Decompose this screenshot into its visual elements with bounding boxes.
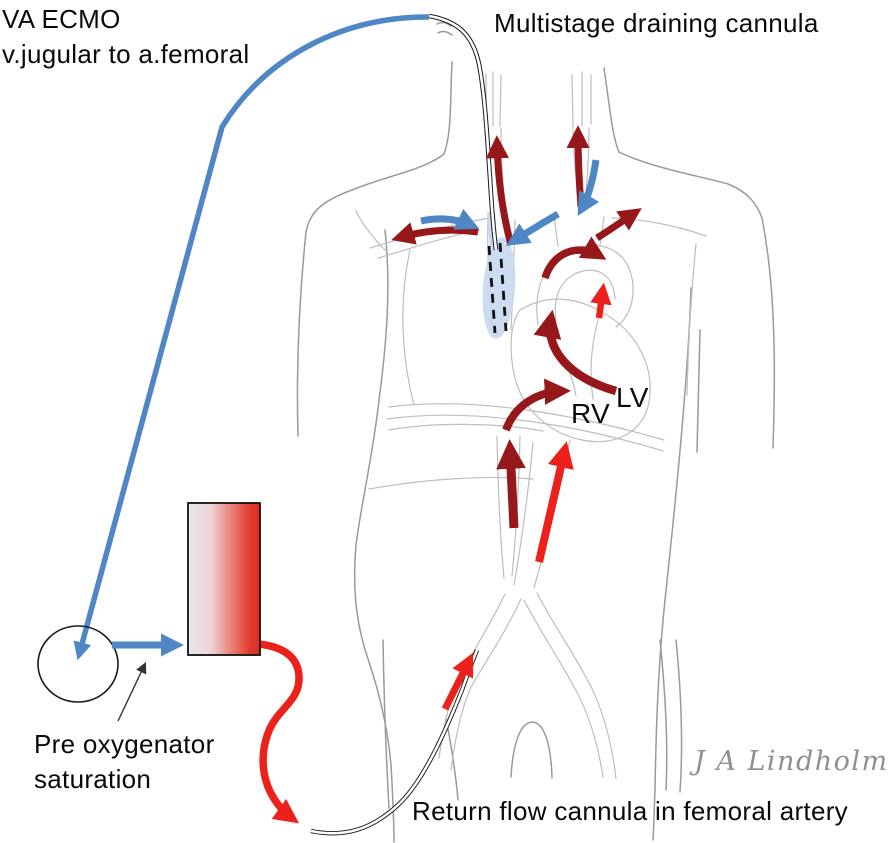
sketch-heart-inner-2 — [590, 309, 602, 400]
sketch-skin-mark-b — [437, 30, 453, 36]
sketch-left-shoulder-fold — [355, 210, 389, 254]
body-sketch — [296, 21, 776, 843]
native-flow-arrow-aortic-arch — [541, 236, 607, 280]
cannula-site-highlight — [482, 237, 516, 339]
multistage-cannula-dashes-a — [487, 245, 497, 334]
multistage-cannula — [428, 13, 508, 334]
native-flow-arrow-rv-inflow — [502, 378, 571, 432]
pre-oxygenator-pointer-arrow — [117, 661, 147, 722]
native-flow-arrow-ivc — [496, 439, 526, 529]
pump-circle — [37, 625, 119, 703]
sketch-arch-branch-l — [553, 215, 559, 247]
pre-oxygenator-line1: Pre oxygenator — [34, 729, 215, 759]
lv-label: LV — [616, 382, 649, 413]
oxygenator-return-tube — [258, 640, 303, 824]
native-flow-arrow-right-subclavian — [595, 208, 642, 241]
drainage-line-to-pump — [73, 14, 430, 661]
multistage-cannula-lumen — [428, 14, 498, 251]
return-flow-arrow-iliac-artery — [441, 652, 474, 711]
ecmo-circuit — [37, 502, 303, 824]
draining-cannula-label: Multistage draining cannula — [494, 8, 819, 38]
sketch-right-inner-thigh-a — [659, 639, 668, 791]
native-flow-arrow-left-subclavian — [391, 222, 479, 245]
sketch-right-torso-side — [652, 287, 692, 841]
native-flow-arrow-ascending-aorta — [533, 309, 618, 396]
sketch-neck-vessel-l3 — [499, 74, 502, 127]
sketch-right-arm-inner — [696, 329, 701, 453]
drainage-flow-arrow-left-subclavian-vein — [420, 208, 480, 230]
sketch-ivc-left — [496, 435, 505, 579]
diagram-title-line2: v.jugular to a.femoral — [2, 39, 250, 69]
sketch-right-chest-line — [686, 243, 697, 396]
diagram-title-line1: VA ECMO — [2, 4, 121, 34]
sketch-band-line-2 — [386, 414, 664, 452]
sketch-abdomen-line — [368, 476, 534, 490]
flow-arrows — [391, 125, 642, 711]
return-flow-arrow-arch-retrograde — [590, 282, 612, 319]
pre-oxygenator-label: Pre oxygenator saturation — [34, 727, 215, 797]
sketch-right-inner-thigh-b — [675, 639, 683, 793]
return-cannula-label: Return flow cannula in femoral artery — [412, 796, 848, 826]
rv-label: RV — [571, 398, 610, 429]
diagram-title: VA ECMO v.jugular to a.femoral — [2, 2, 249, 72]
oxygenator-box — [187, 502, 261, 656]
native-flow-arrow-right-carotid — [566, 125, 590, 208]
sketch-left-lung-border — [402, 249, 415, 406]
return-flow-arrow-descending-aorta — [535, 441, 574, 563]
sketch-left-neck-shoulder-arm — [296, 61, 453, 437]
native-flow-arrow-left-carotid — [485, 135, 515, 246]
sketch-skin-mark-a — [436, 21, 452, 27]
sketch-pubic-arch — [510, 721, 553, 779]
sketch-iliac-right-b — [536, 592, 617, 780]
sketch-aortic-arch-outer — [536, 245, 634, 328]
sketch-aortic-arch-inner — [554, 269, 616, 322]
sketch-iliac-right-a — [523, 599, 604, 778]
artist-signature: J A Lindholm — [694, 746, 889, 777]
sketch-iliac-left-b — [450, 598, 522, 771]
drainage-flow-arrow-jugular — [577, 159, 600, 216]
drainage-flow-arrow-svc — [506, 210, 560, 246]
sketch-band-line-3 — [388, 423, 544, 432]
sketch-neck-vessel-r1 — [571, 74, 574, 129]
sketch-left-thigh-outer — [382, 639, 390, 809]
sketch-right-neck-shoulder-arm — [603, 67, 776, 449]
sketch-aorta-left — [513, 442, 534, 586]
sketch-left-torso-side — [353, 229, 395, 843]
sketch-heart-outline — [510, 298, 651, 443]
pre-oxygenator-line2: saturation — [34, 764, 152, 794]
